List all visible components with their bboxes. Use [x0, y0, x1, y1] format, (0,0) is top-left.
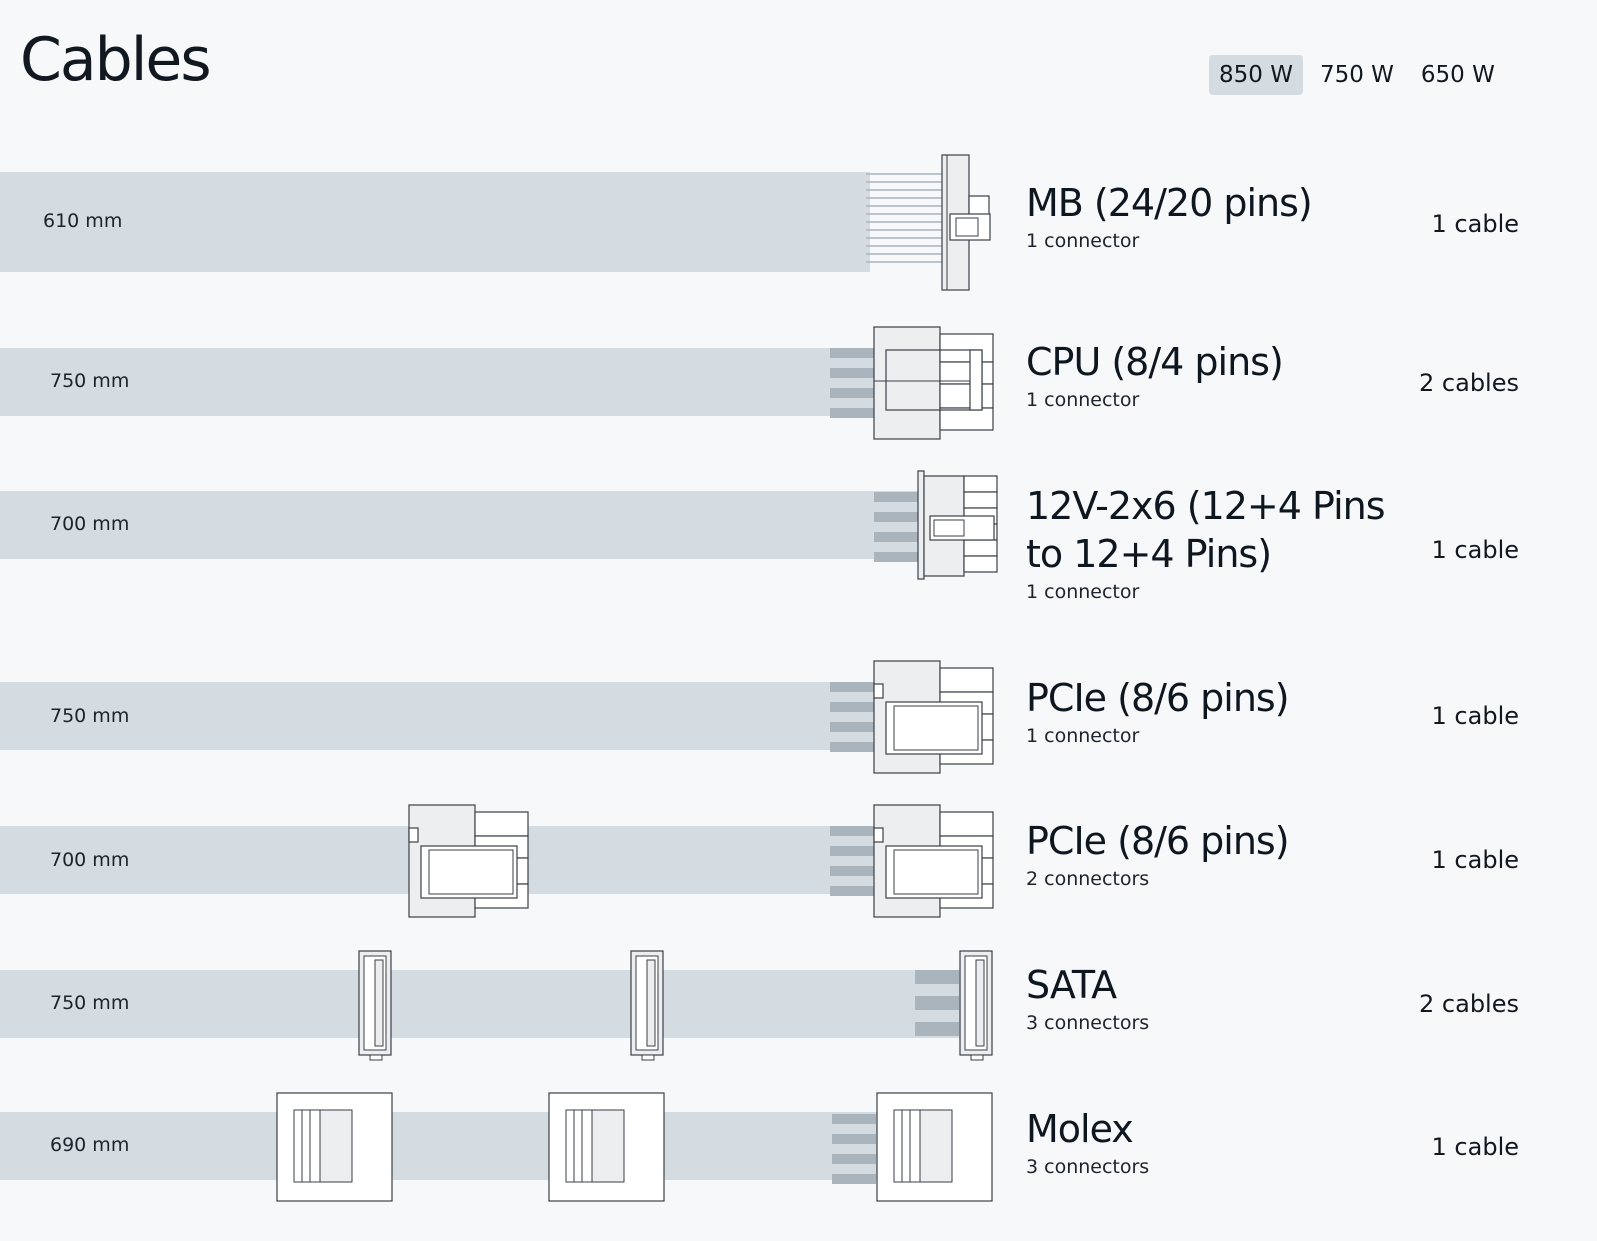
pcie-8pin-connector-icon	[830, 660, 994, 774]
cable-length: 700 mm	[50, 513, 130, 535]
connector-count: 1 connector	[1026, 230, 1140, 252]
pcie-8pin-connector-icon	[408, 804, 529, 918]
cable-name: 12V-2x6 (12+4 Pins to 12+4 Pins)	[1026, 484, 1386, 576]
cable-info: 12V-2x6 (12+4 Pins to 12+4 Pins) 1 conne…	[1026, 482, 1386, 604]
connector-count: 1 connector	[1026, 581, 1140, 603]
cable-count: 2 cables	[1419, 990, 1519, 1018]
connector-count: 1 connector	[1026, 725, 1140, 747]
tab-850w[interactable]: 850 W	[1209, 55, 1303, 95]
cable-count: 2 cables	[1419, 369, 1519, 397]
molex-connector-icon	[548, 1092, 665, 1202]
cable-info: MB (24/20 pins) 1 connector	[1026, 179, 1386, 253]
page-title: Cables	[20, 25, 212, 95]
cable-info: PCIe (8/6 pins) 1 connector	[1026, 674, 1386, 748]
cable-length: 750 mm	[50, 992, 130, 1014]
cable-band	[0, 682, 875, 750]
cable-band	[0, 172, 870, 272]
sata-connector-icon	[630, 950, 664, 1061]
cable-count: 1 cable	[1431, 536, 1519, 564]
cable-band	[0, 491, 920, 559]
cable-length: 610 mm	[43, 210, 123, 232]
cpu-8pin-connector-icon	[830, 326, 994, 440]
cable-count: 1 cable	[1431, 846, 1519, 874]
wattage-tabs: 850 W 750 W 650 W	[1209, 55, 1512, 95]
cable-length: 690 mm	[50, 1134, 130, 1156]
cable-band	[0, 1112, 900, 1180]
cable-band	[0, 348, 875, 416]
sata-connector-icon	[915, 950, 993, 1061]
cable-name: SATA	[1026, 963, 1117, 1007]
cable-name: PCIe (8/6 pins)	[1026, 819, 1290, 863]
cable-count: 1 cable	[1431, 702, 1519, 730]
cable-info: Molex 3 connectors	[1026, 1105, 1386, 1179]
cable-length: 700 mm	[50, 849, 130, 871]
sata-connector-icon	[358, 950, 392, 1061]
cable-info: CPU (8/4 pins) 1 connector	[1026, 338, 1386, 412]
cable-name: PCIe (8/6 pins)	[1026, 676, 1290, 720]
cable-name: Molex	[1026, 1107, 1134, 1151]
cable-count: 1 cable	[1431, 210, 1519, 238]
cable-length: 750 mm	[50, 370, 130, 392]
connector-count: 2 connectors	[1026, 868, 1150, 890]
connector-count: 3 connectors	[1026, 1012, 1150, 1034]
molex-connector-icon	[832, 1092, 993, 1202]
tab-650w[interactable]: 650 W	[1420, 62, 1495, 88]
tab-750w[interactable]: 750 W	[1319, 62, 1394, 88]
cable-band	[0, 970, 965, 1038]
pcie-8pin-connector-icon	[830, 804, 994, 918]
connector-count: 3 connectors	[1026, 1156, 1150, 1178]
cable-name: CPU (8/4 pins)	[1026, 340, 1284, 384]
cable-length: 750 mm	[50, 705, 130, 727]
mb-24pin-connector-icon	[866, 154, 991, 291]
cable-info: SATA 3 connectors	[1026, 961, 1386, 1035]
cable-count: 1 cable	[1431, 1133, 1519, 1161]
cable-name: MB (24/20 pins)	[1026, 181, 1313, 225]
connector-count: 1 connector	[1026, 389, 1140, 411]
molex-connector-icon	[276, 1092, 393, 1202]
12v-2x6-connector-icon	[874, 470, 998, 580]
cable-info: PCIe (8/6 pins) 2 connectors	[1026, 817, 1386, 891]
